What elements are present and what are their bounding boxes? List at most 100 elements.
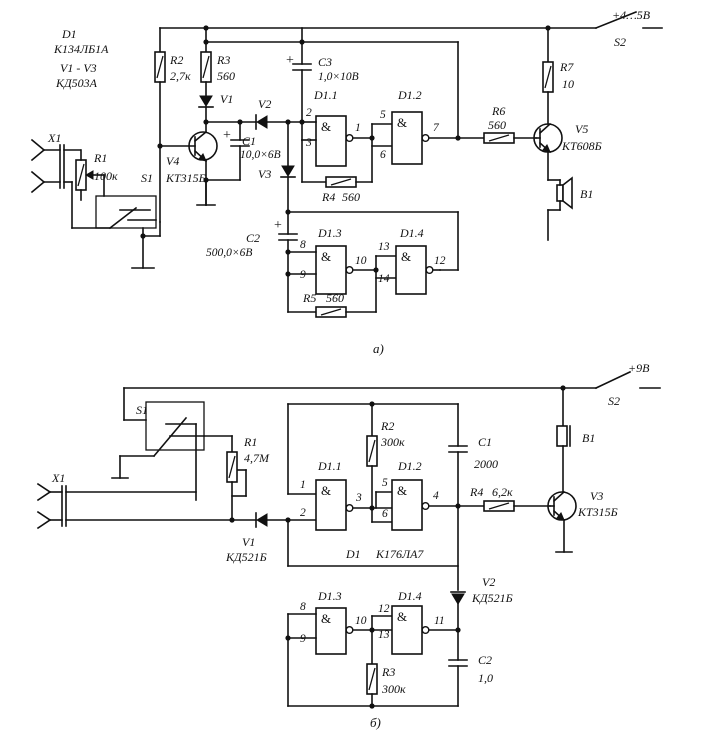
a-switch-s2-label: S2 [614, 35, 626, 49]
svg-text:&: & [321, 611, 331, 626]
svg-text:2: 2 [306, 107, 312, 119]
svg-text:6,2к: 6,2к [492, 485, 513, 499]
a-gate-d1-3: & D1.3 8 9 10 [285, 226, 367, 295]
svg-text:D1.1: D1.1 [317, 459, 342, 473]
svg-text:B1: B1 [580, 187, 593, 201]
svg-text:+: + [274, 218, 282, 233]
svg-text:9: 9 [300, 633, 306, 645]
svg-text:9: 9 [300, 269, 306, 281]
svg-text:V5: V5 [575, 122, 588, 136]
svg-text:C2: C2 [246, 231, 260, 245]
svg-text:2,7к: 2,7к [170, 69, 191, 83]
svg-text:300к: 300к [380, 435, 405, 449]
svg-text:КД521Б: КД521Б [471, 591, 513, 605]
a-capacitor-c1: + C1 10,0×6В [203, 119, 281, 183]
svg-text:S1: S1 [136, 403, 148, 417]
svg-text:V1: V1 [242, 535, 255, 549]
svg-text:D1.4: D1.4 [399, 226, 424, 240]
a-resistor-r4: R4 560 [301, 139, 373, 204]
svg-text:V1: V1 [220, 92, 233, 106]
svg-text:C1: C1 [478, 435, 492, 449]
svg-text:7: 7 [433, 122, 440, 134]
b-gate-d1-2: & D1.2 5 6 4 [382, 459, 439, 531]
svg-text:10,0×6В: 10,0×6В [240, 149, 281, 161]
svg-text:R3: R3 [381, 665, 395, 679]
svg-text:КТ315Б: КТ315Б [165, 171, 206, 185]
svg-text:560: 560 [326, 291, 344, 305]
svg-text:B1: B1 [582, 431, 595, 445]
svg-text:&: & [397, 115, 407, 130]
b-caption: б) [370, 715, 381, 730]
svg-text:R1: R1 [243, 435, 257, 449]
b-chip-header-d1: D1 [345, 547, 361, 561]
b-chip-header-type: К176ЛА7 [375, 547, 424, 561]
svg-text:X1: X1 [47, 131, 61, 145]
svg-text:R7: R7 [559, 60, 574, 74]
svg-text:C3: C3 [318, 55, 332, 69]
svg-text:&: & [401, 249, 411, 264]
svg-text:КД521Б: КД521Б [225, 550, 267, 564]
b-switch-s2-label: S2 [608, 394, 620, 408]
svg-text:6: 6 [382, 508, 388, 520]
a-resistor-r3: R3 560 [200, 27, 235, 83]
b-gate-d1-1: & D1.1 1 2 3 [300, 459, 362, 531]
svg-text:&: & [321, 249, 331, 264]
a-diode-v2: V2 [205, 97, 303, 130]
svg-text:V2: V2 [482, 575, 495, 589]
a-resistor-r2: R2 2,7к [154, 27, 191, 223]
svg-text:14: 14 [378, 273, 390, 285]
b-speaker-b1: B1 [556, 387, 595, 493]
a-jack-x1: X1 [30, 131, 65, 194]
a-transistor-v4: V4 КТ315Б [157, 121, 218, 206]
a-resistor-r5: R5 560 [287, 291, 377, 318]
svg-text:+: + [286, 53, 294, 68]
a-gate-d1-4: & D1.4 13 14 12 [378, 226, 446, 295]
svg-text:R2: R2 [380, 419, 394, 433]
svg-text:5: 5 [380, 109, 386, 121]
a-diode-v1: V1 [198, 81, 233, 125]
svg-text:D1.3: D1.3 [317, 589, 342, 603]
svg-text:&: & [397, 483, 407, 498]
svg-text:12: 12 [434, 255, 446, 267]
b-diode-v1: V1 КД521Б [225, 512, 317, 564]
b-transistor-v3: V3 КТ315Б [547, 489, 618, 553]
svg-text:R5: R5 [302, 291, 316, 305]
svg-text:D1.2: D1.2 [397, 459, 422, 473]
svg-text:C2: C2 [478, 653, 492, 667]
svg-text:D1.2: D1.2 [397, 88, 422, 102]
b-capacitor-c2: C2 1,0 [448, 653, 493, 707]
b-resistor-r4: R4 6,2к [469, 485, 551, 512]
b-resistor-r2: R2 300к [366, 403, 405, 523]
svg-text:6: 6 [380, 149, 386, 161]
svg-text:&: & [397, 609, 407, 624]
svg-text:12: 12 [378, 603, 390, 615]
svg-text:D1.1: D1.1 [313, 88, 338, 102]
b-resistor-r3: R3 300к [366, 663, 406, 707]
b-jack-x1: X1 [36, 471, 257, 530]
a-supply-rail: +4…5В S2 [159, 8, 663, 49]
b-switch-s1: S1 [111, 401, 233, 501]
a-resistor-r1: R1 100к [63, 149, 118, 229]
a-resistor-r6: R6 560 [483, 104, 537, 144]
b-supply-rail: +9В S2 [123, 361, 661, 421]
a-caption: а) [373, 341, 384, 356]
svg-text:1,0×10В: 1,0×10В [318, 71, 359, 83]
b-resistor-r1: R1 4,7М [226, 435, 270, 523]
svg-text:560: 560 [217, 69, 235, 83]
svg-text:2000: 2000 [474, 457, 498, 471]
svg-text:13: 13 [378, 241, 390, 253]
svg-text:3: 3 [305, 137, 312, 149]
svg-text:500,0×6В: 500,0×6В [206, 247, 252, 259]
svg-text:R3: R3 [216, 53, 230, 67]
svg-text:R6: R6 [491, 104, 505, 118]
svg-text:R1: R1 [93, 151, 107, 165]
svg-text:V4: V4 [166, 154, 179, 168]
svg-text:R4: R4 [469, 485, 483, 499]
a-switch-s1: S1 [71, 171, 207, 269]
svg-text:R2: R2 [169, 53, 183, 67]
svg-text:13: 13 [378, 629, 390, 641]
a-header-line-3: V1 - V3 [60, 61, 97, 75]
a-header-line-1: D1 [61, 27, 77, 41]
svg-text:560: 560 [342, 190, 360, 204]
